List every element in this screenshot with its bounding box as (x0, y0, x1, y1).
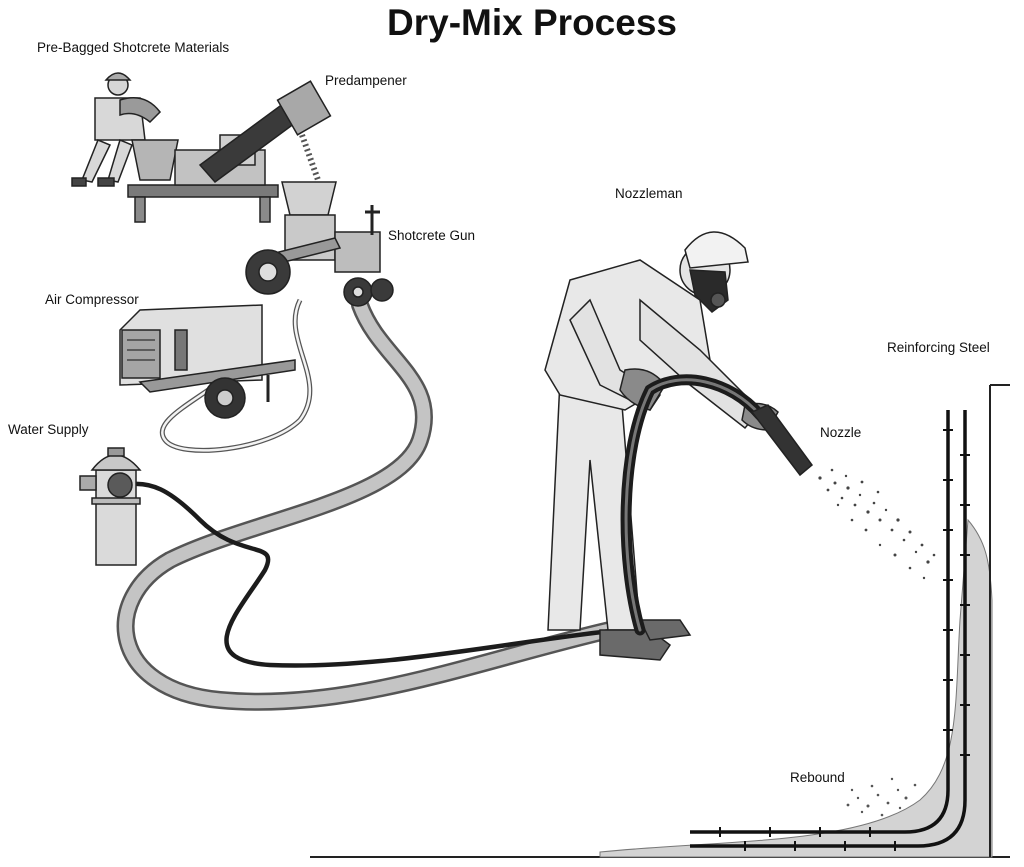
predampener-icon (127, 80, 332, 223)
reinforcing-steel (690, 410, 970, 851)
shotcrete-gun-icon (245, 181, 394, 307)
diagram-title: Dry-Mix Process (387, 2, 677, 43)
spray-particles (818, 468, 936, 580)
rebound-particles (846, 777, 917, 817)
air-hose (160, 298, 313, 453)
water-hose (122, 481, 623, 668)
label-reinforcing-steel: Reinforcing Steel (887, 340, 990, 355)
shotcrete-layer (599, 518, 993, 858)
nozzleman-icon (544, 231, 779, 661)
materials-worker-icon (71, 72, 161, 187)
label-predampener: Predampener (325, 73, 407, 88)
label-nozzle: Nozzle (820, 425, 862, 440)
label-shotcrete-gun: Shotcrete Gun (388, 228, 476, 243)
label-rebound: Rebound (790, 770, 845, 785)
material-hose (116, 296, 619, 711)
air-compressor-icon (119, 304, 296, 419)
water-hydrant-icon (79, 447, 142, 566)
formwork-edge (989, 384, 1010, 857)
label-water-supply: Water Supply (8, 422, 89, 437)
label-nozzleman: Nozzleman (615, 186, 683, 201)
label-materials: Pre-Bagged Shotcrete Materials (37, 40, 230, 55)
nozzle-icon (750, 404, 814, 477)
label-air-compressor: Air Compressor (45, 292, 139, 307)
